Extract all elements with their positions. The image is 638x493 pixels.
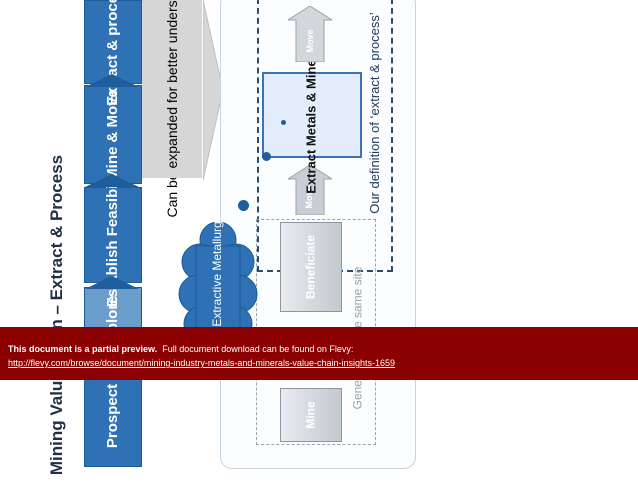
connector-dot xyxy=(281,120,286,125)
preview-banner: This document is a partial preview. Full… xyxy=(0,327,638,380)
stage-establish-feasibility: Establish Feasibility xyxy=(84,163,142,307)
stage-prospect: Prospect xyxy=(84,365,142,467)
stage-mine-move: Mine & Move xyxy=(84,85,142,184)
stage-chevron xyxy=(85,74,139,87)
banner-link[interactable]: http://flevy.com/browse/document/mining-… xyxy=(8,358,395,368)
stage-chevron xyxy=(85,276,139,289)
move-label: Move xyxy=(304,185,314,208)
page-title: Mining Value Chain – Extract & Process xyxy=(47,154,67,476)
move-label: Move xyxy=(305,29,315,52)
expand-callout: Can be expanded for better understanding xyxy=(142,0,202,218)
step-move-middle: Move xyxy=(288,165,332,215)
definition-label: Our definition of ‘extract & process’ xyxy=(367,11,383,214)
banner-notice: This document is a partial preview. Full… xyxy=(8,344,354,354)
connector-dot xyxy=(238,200,249,211)
step-move-top: Move xyxy=(288,6,332,62)
stage-chevron xyxy=(85,174,139,187)
stage-extract-process: Extract & process xyxy=(84,0,142,106)
callout-arrow-shaft xyxy=(142,172,202,178)
step-beneficiate: Beneficiate xyxy=(280,222,342,312)
connector-dot xyxy=(262,152,271,161)
step-mine: Mine xyxy=(280,388,342,442)
step-extract-metals-minerals: Extract Metals & Minerals xyxy=(262,36,362,194)
callout-arrowhead xyxy=(203,0,223,180)
